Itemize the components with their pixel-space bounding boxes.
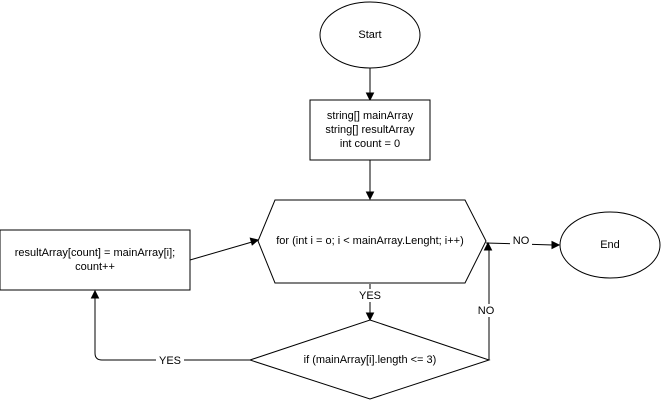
flowchart-edge-labels: NO YES YES NO bbox=[156, 234, 532, 367]
condition-label: if (mainArray[i].length <= 3) bbox=[304, 354, 437, 366]
loop-node bbox=[257, 199, 487, 284]
edge-assignment-to-loop bbox=[189, 241, 253, 261]
arrowhead-loop-right bbox=[483, 241, 493, 251]
declaration-line-1: string[] mainArray bbox=[327, 110, 414, 122]
arrowhead-end bbox=[551, 240, 561, 250]
loop-label: for (int i = o; i < mainArray.Lenght; i+… bbox=[276, 235, 464, 247]
end-node bbox=[559, 211, 661, 279]
condition-node bbox=[248, 319, 491, 400]
edge-label-loop-no: NO bbox=[513, 235, 530, 247]
end-label: End bbox=[600, 239, 620, 251]
start-label: Start bbox=[358, 29, 381, 41]
assignment-line-1: resultArray[count] = mainArray[i]; bbox=[15, 247, 175, 259]
start-node bbox=[319, 1, 421, 69]
declaration-line-2: string[] resultArray bbox=[325, 124, 415, 136]
arrowhead-loop-left bbox=[249, 237, 260, 246]
declarations-node bbox=[309, 99, 431, 161]
assignment-line-2: count++ bbox=[75, 261, 115, 273]
flowchart-edges bbox=[90, 68, 561, 361]
declaration-line-3: int count = 0 bbox=[340, 138, 400, 150]
edge-label-condition-no: NO bbox=[478, 305, 495, 317]
arrowhead-condition bbox=[365, 312, 375, 322]
edge-label-loop-yes: YES bbox=[359, 290, 381, 302]
edge-condition-to-assignment bbox=[94, 298, 250, 361]
arrowhead-assignment bbox=[90, 289, 100, 299]
assignment-node bbox=[0, 229, 191, 291]
arrowhead-declarations bbox=[365, 92, 375, 102]
edge-label-condition-yes: YES bbox=[159, 355, 181, 367]
arrowhead-loop-top bbox=[365, 191, 375, 201]
